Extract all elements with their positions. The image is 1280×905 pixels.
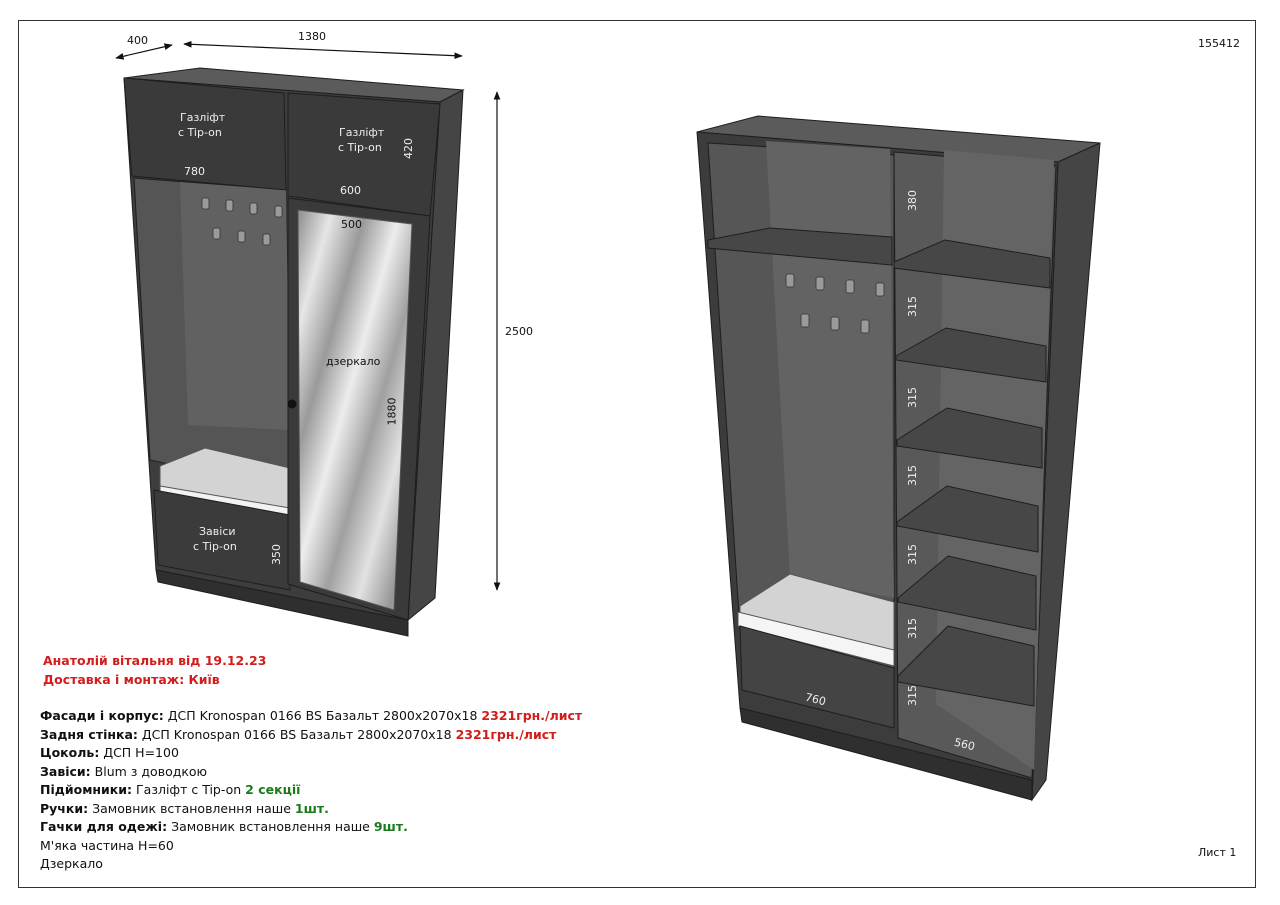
shelf-height-1: 380 <box>906 190 919 211</box>
dim-right-top-width: 600 <box>340 184 361 197</box>
order-title: Анатолій вітальня від 19.12.23 <box>43 653 267 668</box>
gaslift-right-label-1: Газліфт <box>339 126 385 139</box>
hinges-label-2: с Tip-on <box>193 540 237 553</box>
soft-part-line: М'яка частина Н=60 <box>40 837 174 853</box>
delivery-line: Доставка і монтаж: Київ <box>43 671 220 687</box>
right-cabinet-view <box>696 115 1101 802</box>
shelf-height-7: 315 <box>906 685 919 706</box>
dim-height: 2500 <box>505 325 533 338</box>
hinges-label-1: Завіси <box>199 525 236 538</box>
handles-line: Ручки: Замовник встановлення наше 1шт. <box>40 800 329 816</box>
dim-bottom-door: 350 <box>270 544 283 565</box>
mirror-label: дзеркало <box>326 355 381 368</box>
dim-line-width <box>183 40 463 60</box>
plinth-line: Цоколь: ДСП Н=100 <box>40 745 179 760</box>
lifts-line: Підйомники: Газліфт с Tip-on 2 секції <box>40 782 301 797</box>
hooks-line: Гачки для одежі: Замовник встановлення н… <box>40 819 408 834</box>
mirror <box>297 209 413 611</box>
back-panel-line: Задня стінка: ДСП Kronospan 0166 BS База… <box>40 726 557 742</box>
dim-width: 1380 <box>298 30 326 43</box>
gaslift-door-left <box>123 77 287 191</box>
shelf-height-2: 315 <box>906 296 919 317</box>
left-cab-plinth <box>155 569 409 637</box>
shelf-height-5: 315 <box>906 544 919 565</box>
dim-mirror-height: 1880 <box>385 397 399 426</box>
gaslift-right-label-2: с Tip-on <box>338 141 382 154</box>
dim-mirror-width: 500 <box>341 218 362 231</box>
gaslift-door-right <box>287 92 441 217</box>
shelf-height-4: 315 <box>906 465 919 486</box>
gaslift-left-label-1: Газліфт <box>180 111 226 124</box>
hinges-line: Завіси: Blum з доводкою <box>40 763 208 779</box>
coat-hooks-right <box>785 273 885 334</box>
door-handle <box>287 399 297 409</box>
coat-hooks-left <box>201 197 283 246</box>
shelf-height-6: 315 <box>906 618 919 639</box>
order-number: 155412 <box>1198 37 1240 50</box>
order-notes: Анатолій вітальня від 19.12.23 Доставка … <box>40 652 582 874</box>
right-soft-seat-edge <box>737 611 895 667</box>
niche-back-wall <box>180 182 290 430</box>
facades-line: Фасади і корпус: ДСП Kronospan 0166 BS Б… <box>40 708 583 723</box>
gaslift-left-label-2: с Tip-on <box>178 126 222 139</box>
sheet-label: Лист 1 <box>1198 846 1237 859</box>
left-upper-shelf <box>707 227 893 266</box>
left-cabinet-view <box>115 40 501 637</box>
dim-left-top-width: 780 <box>184 165 205 178</box>
mirror-line: Дзеркало <box>40 856 103 871</box>
right-shelves <box>893 239 1051 707</box>
right-plinth <box>739 707 1033 801</box>
dim-depth: 400 <box>127 34 148 47</box>
dim-line-depth <box>115 43 173 60</box>
bottom-door <box>153 489 291 591</box>
shelf-height-3: 315 <box>906 387 919 408</box>
drawing-frame <box>18 20 1256 888</box>
bottom-left-box <box>739 625 895 729</box>
dim-top-door: 420 <box>402 138 415 159</box>
